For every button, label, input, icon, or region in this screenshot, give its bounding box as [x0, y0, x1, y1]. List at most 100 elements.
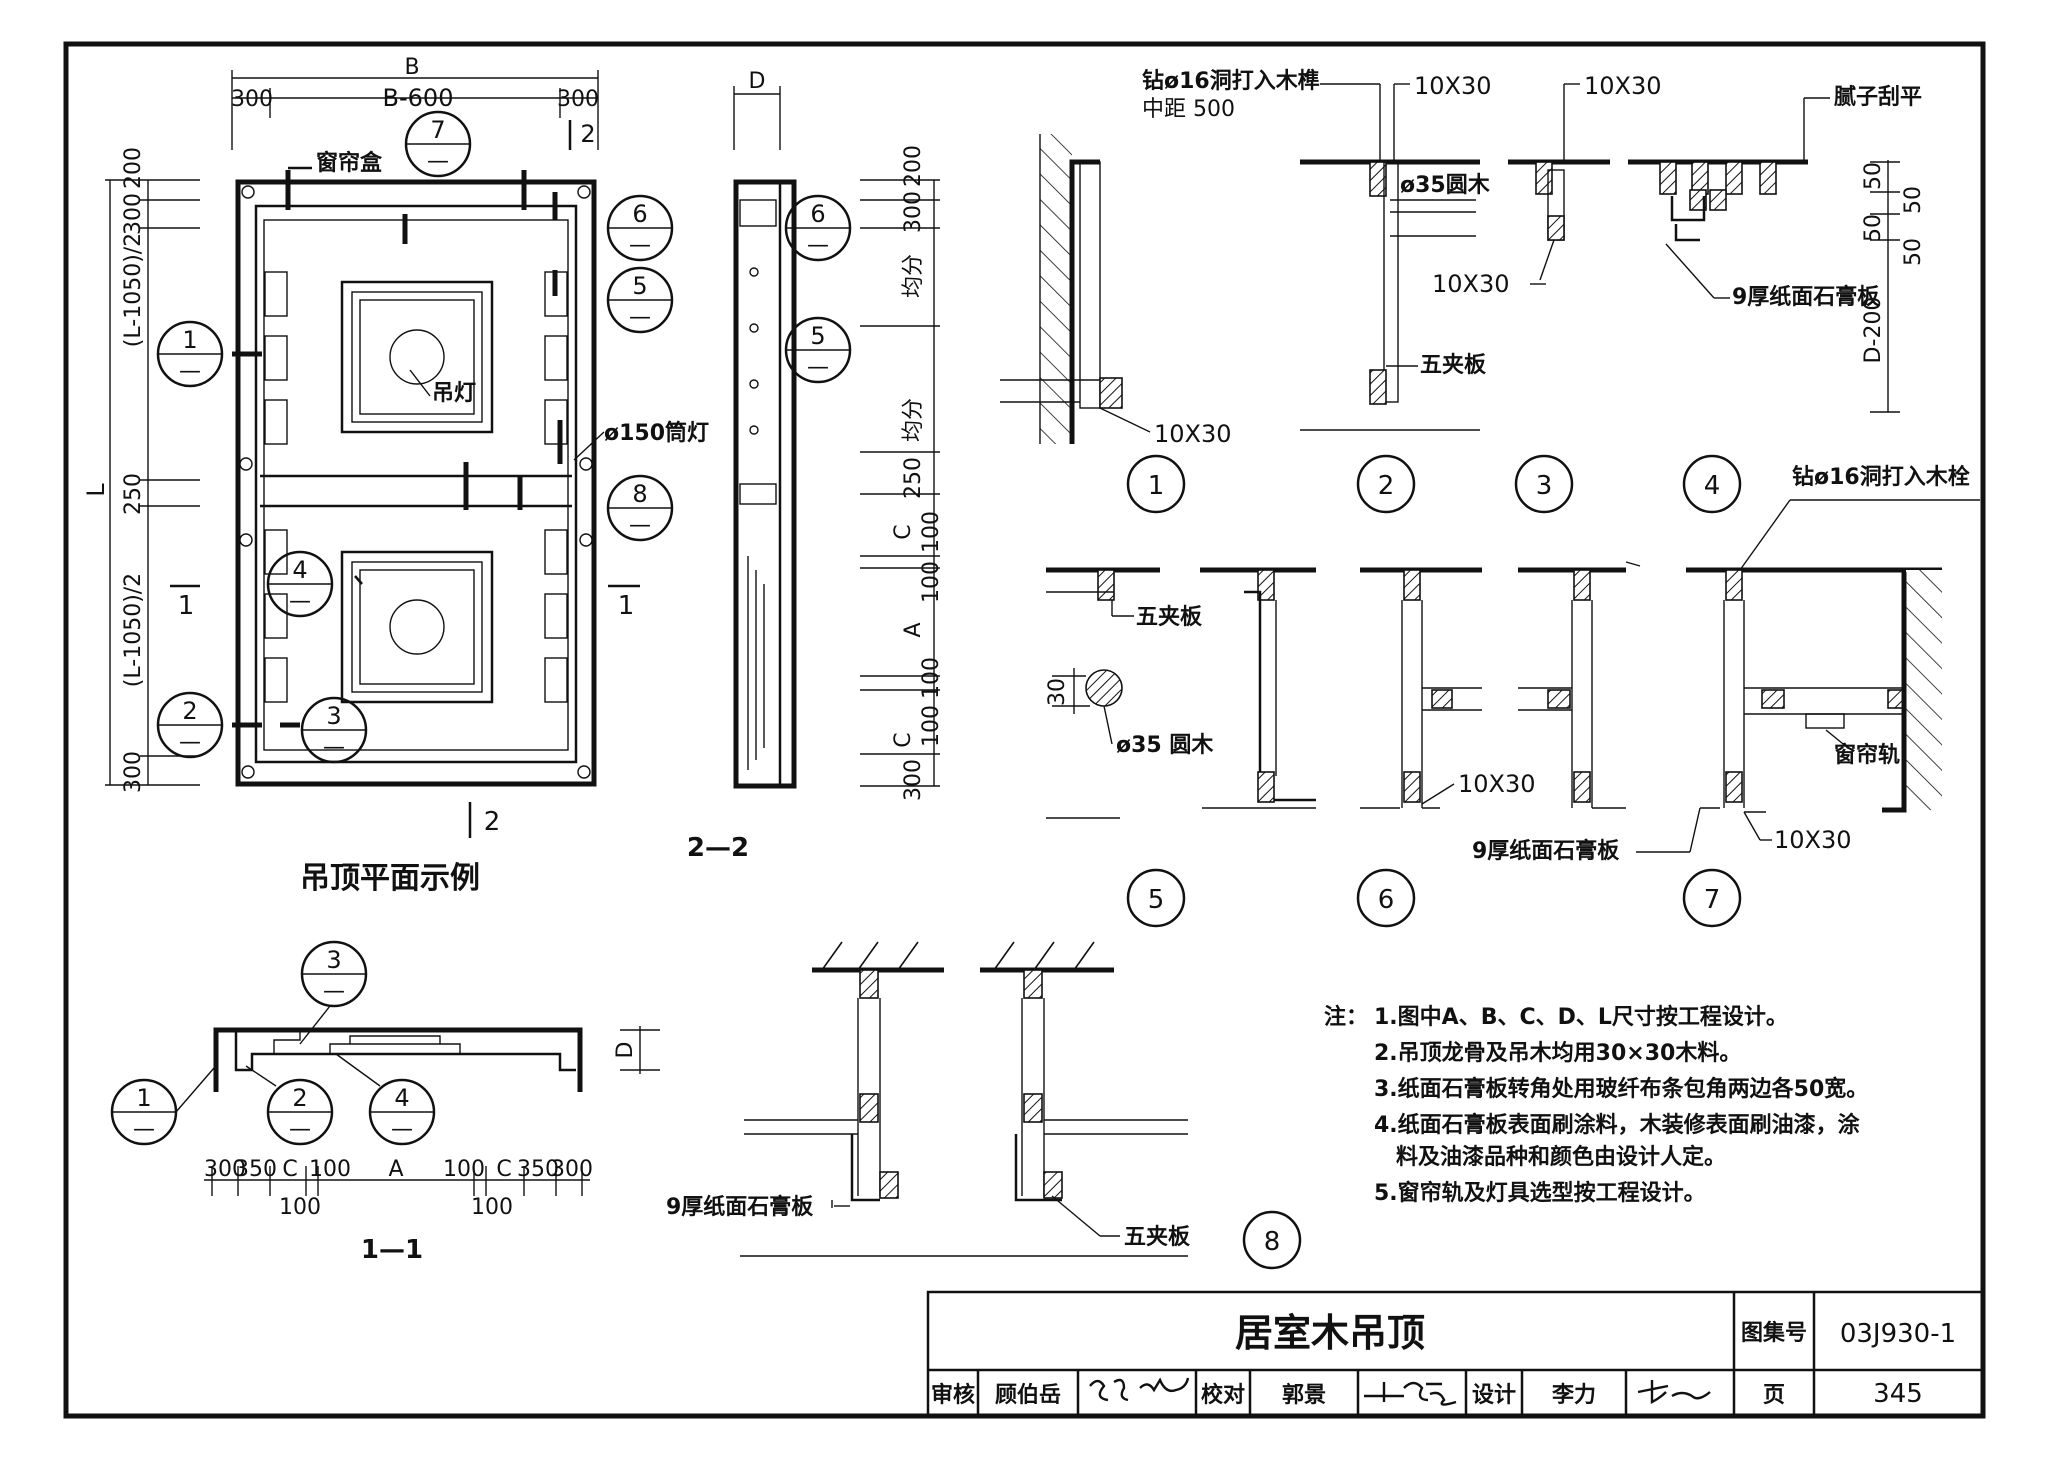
designer-signature: [1637, 1380, 1711, 1404]
plan-dim-L1050-top: (L-1050)/2: [121, 233, 146, 347]
svg-text:—: —: [133, 1117, 155, 1142]
svg-text:—: —: [289, 1117, 311, 1142]
plan-section-mark-1-left: 1: [178, 591, 195, 621]
note-1: 1.图中A、B、C、D、L尺寸按工程设计。: [1374, 1004, 1788, 1030]
detail-number-6: 6: [1356, 868, 1416, 928]
svg-text:—: —: [179, 730, 201, 755]
svg-text:7: 7: [1704, 885, 1721, 915]
svg-text:6: 6: [1378, 885, 1395, 915]
svg-text:8: 8: [632, 480, 647, 508]
sec22-dim-100b: 100: [919, 561, 944, 603]
callout-7: 7 —: [404, 110, 472, 178]
d7-rail: 窗帘轨: [1834, 742, 1900, 768]
d7-drill: 钻ø16洞打入木栓: [1792, 464, 1970, 490]
titleblock-atlas-no: 03J930-1: [1840, 1319, 1956, 1349]
titleblock-reviewer: 顾伯岳: [995, 1382, 1061, 1408]
details-row-1: 10X30 钻ø16洞打入木榫 中距 500 10X30 ø35圆木 五夹板 1…: [1000, 68, 1970, 514]
sec11-dim-350a: 350: [235, 1157, 277, 1182]
sec11-dim-Ca: C: [282, 1157, 297, 1182]
sec22-title: 2—2: [687, 833, 749, 863]
svg-text:5: 5: [1148, 885, 1165, 915]
plan-label-downlight: ø150筒灯: [604, 420, 709, 446]
ceiling-plan: B 300 B-600 300 2 200 300 (L-1050)/2 L 2…: [82, 55, 709, 896]
svg-text:6: 6: [632, 200, 647, 228]
plan-callouts: 7 — 6 — 5 — 1 — 8 —: [156, 110, 674, 764]
sec22-dim-300b: 300: [901, 759, 926, 801]
svg-text:5: 5: [810, 322, 825, 350]
sec22-dim-300: 300: [901, 191, 926, 233]
svg-text:1: 1: [182, 326, 197, 354]
d2-label-10x30-b: 10X30: [1584, 72, 1662, 100]
detail-number-8: 8: [1242, 1210, 1302, 1270]
titleblock-check-label: 校对: [1201, 1382, 1245, 1408]
svg-text:8: 8: [1264, 1227, 1281, 1257]
titleblock-review-label: 审核: [931, 1382, 975, 1408]
sec22-dim-100d: 100: [919, 705, 944, 747]
detail-number-3: 3: [1514, 454, 1574, 514]
detail-number-4: 4: [1682, 454, 1742, 514]
titleblock-page-label: 页: [1763, 1383, 1785, 1408]
sec22-dim-C2: C: [891, 732, 916, 747]
d4-putty: 腻子刮平: [1834, 84, 1922, 110]
d2-label-10x30-a: 10X30: [1414, 72, 1492, 100]
svg-text:3: 3: [1536, 471, 1553, 501]
sec11-dim-100b: 100: [443, 1157, 485, 1182]
svg-text:2: 2: [182, 697, 197, 725]
sec11-dim-Cb: C: [496, 1157, 511, 1182]
d4-dim-50b: 50: [1901, 186, 1926, 214]
svg-text:1: 1: [136, 1084, 151, 1112]
sec11-dim-100-bl: 100: [279, 1195, 321, 1220]
svg-text:—: —: [323, 735, 345, 760]
d2-plywood: 五夹板: [1420, 353, 1487, 378]
sec22-dim-D: D: [749, 69, 766, 94]
svg-text:2: 2: [1378, 471, 1395, 501]
svg-text:—: —: [629, 305, 651, 330]
titleblock-checker: 郭景: [1282, 1382, 1326, 1408]
plan-section-mark-1-right: 1: [618, 591, 635, 621]
sec11-callout-4: 4 —: [368, 1078, 436, 1146]
sec11-dim-350b: 350: [517, 1157, 559, 1182]
svg-text:4: 4: [394, 1084, 409, 1112]
plan-dim-B600: B-600: [383, 84, 454, 112]
detail-number-5: 5: [1126, 868, 1186, 928]
svg-text:6: 6: [810, 200, 825, 228]
sec11-callout-1: 1 —: [110, 1078, 178, 1146]
plan-dim-300-left: 300: [231, 87, 273, 112]
detail-8: 9厚纸面石膏板 五夹板 8: [666, 941, 1302, 1270]
title-block: 居室木吊顶 图集号 03J930-1 审核 顾伯岳 校对 郭景 设计 李力 页 …: [926, 1290, 1985, 1418]
titleblock-title: 居室木吊顶: [1235, 1311, 1425, 1355]
sec11-callout-2: 2 —: [266, 1078, 334, 1146]
sec11-callout-3: 3 —: [300, 940, 368, 1008]
svg-text:4: 4: [1704, 471, 1721, 501]
sec22-callout-5: 5 —: [784, 316, 852, 384]
sec11-dim-300a: 300: [204, 1157, 246, 1182]
callout-4: 4 —: [266, 550, 334, 618]
detail-number-2: 2: [1356, 454, 1416, 514]
d5-plywood: 五夹板: [1136, 605, 1203, 630]
d4-gypsum: 9厚纸面石膏板: [1732, 284, 1880, 310]
note-2: 2.吊顶龙骨及吊木均用30×30木料。: [1374, 1040, 1741, 1066]
sec22-dim-200: 200: [901, 145, 926, 187]
d8-gypsum: 9厚纸面石膏板: [666, 1194, 814, 1220]
general-notes: 注： 1.图中A、B、C、D、L尺寸按工程设计。 2.吊顶龙骨及吊木均用30×3…: [1324, 1004, 1868, 1206]
plan-dim-B: B: [404, 55, 419, 80]
d8-plywood: 五夹板: [1124, 1225, 1191, 1250]
d4-dim-D200: D-200: [1861, 297, 1886, 364]
titleblock-page-no: 345: [1873, 1379, 1923, 1409]
titleblock-atlas-label: 图集号: [1741, 1320, 1807, 1346]
callout-1: 1 —: [156, 320, 224, 388]
plan-label-pendant: 吊灯: [432, 381, 476, 406]
svg-text:—: —: [629, 233, 651, 258]
notes-lead: 注：: [1324, 1004, 1368, 1030]
note-4: 4.纸面石膏板表面刷涂料，木装修表面刷油漆，涂: [1374, 1112, 1861, 1138]
svg-text:4: 4: [292, 556, 307, 584]
sec22-dim-100c: 100: [919, 657, 944, 699]
detail-number-7: 7: [1682, 868, 1742, 928]
titleblock-designer: 李力: [1551, 1383, 1596, 1408]
sec11-dim-100-br: 100: [471, 1195, 513, 1220]
svg-text:—: —: [629, 513, 651, 538]
callout-6: 6 —: [606, 194, 674, 262]
checker-signature: [1364, 1381, 1457, 1406]
svg-text:3: 3: [326, 946, 341, 974]
